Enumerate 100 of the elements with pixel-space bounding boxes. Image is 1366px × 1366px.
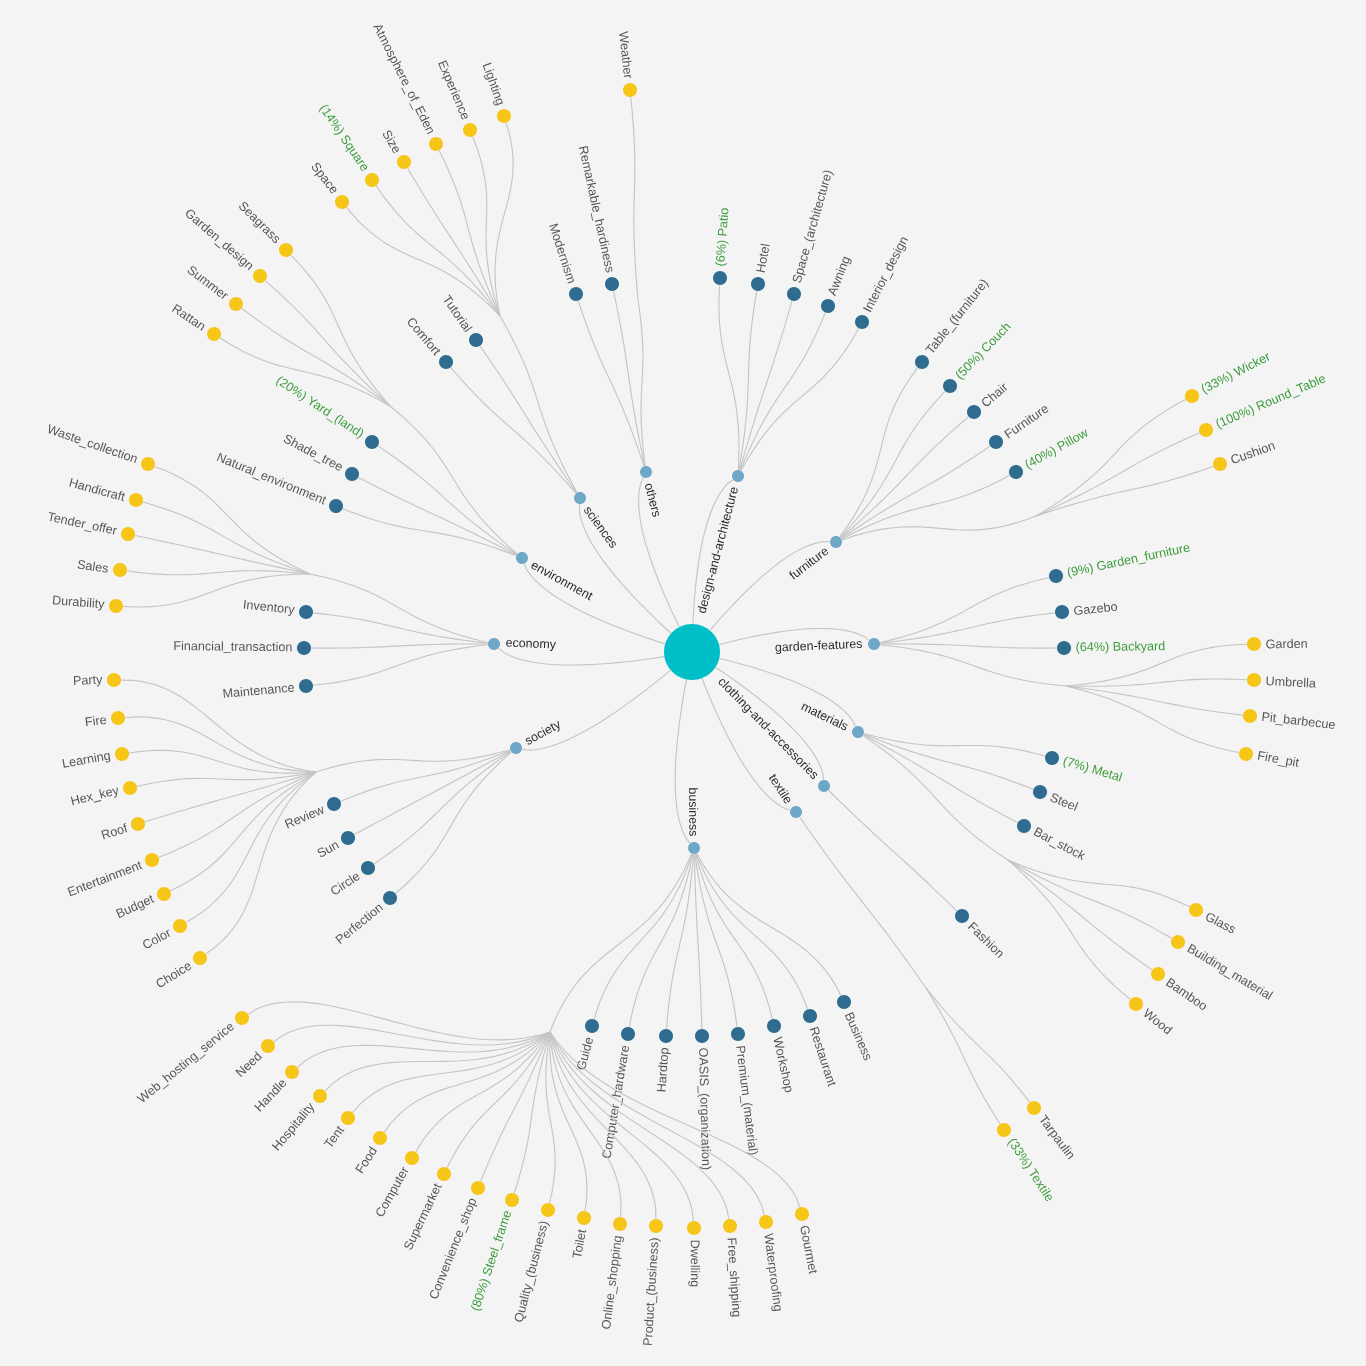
link-line [446, 1031, 551, 1168]
link-line [352, 1031, 551, 1113]
link-line [863, 733, 1034, 790]
link-line [549, 1031, 588, 1212]
link-line [841, 474, 1010, 540]
link-line [185, 771, 317, 923]
link-line [375, 185, 501, 317]
link-line [719, 657, 856, 727]
link-line [839, 367, 919, 538]
link-line [154, 466, 311, 575]
link-line [593, 853, 693, 1020]
link-line [479, 345, 577, 494]
link-line [438, 150, 501, 317]
hub-circle [664, 624, 720, 680]
link-line [309, 573, 489, 644]
link-line [879, 577, 1050, 644]
link-line [498, 647, 665, 666]
link-line [122, 573, 311, 608]
link-line [415, 1031, 551, 1153]
link-line [124, 716, 317, 773]
link-line [1065, 685, 1240, 754]
link-line [740, 327, 859, 471]
link-line [315, 749, 511, 773]
link-line [340, 749, 511, 802]
link-line [863, 733, 1046, 757]
link-line [324, 1031, 551, 1092]
link-line [879, 644, 1067, 687]
link-line [701, 678, 791, 811]
link-line [549, 853, 693, 1033]
link-line [353, 750, 511, 836]
link-line [696, 853, 842, 996]
link-line [312, 644, 489, 686]
link-line [738, 290, 758, 471]
link-line [739, 300, 793, 471]
link-line [377, 445, 518, 555]
link-line [841, 515, 1037, 541]
link-line [144, 771, 317, 823]
link-line [499, 315, 578, 493]
link-line [739, 312, 826, 471]
link-line [694, 853, 738, 1028]
link-line [718, 284, 740, 471]
link-line [693, 853, 703, 1030]
link-line [799, 816, 927, 989]
link-line [638, 477, 680, 628]
link-line [613, 290, 646, 467]
link-line [628, 853, 694, 1028]
link-line [879, 643, 1058, 649]
link-line [549, 1031, 730, 1220]
link-line [839, 390, 946, 538]
link-line [1007, 859, 1153, 971]
link-line [205, 771, 317, 955]
link-line [695, 853, 773, 1020]
link-line [695, 853, 808, 1010]
link-line [142, 501, 311, 575]
link-line [545, 1031, 556, 1204]
link-line [1007, 859, 1173, 939]
link-line [523, 563, 666, 645]
link-line [549, 1031, 765, 1216]
link-line [297, 1031, 551, 1068]
link-line [674, 679, 691, 844]
link-line [450, 367, 577, 494]
link-line [265, 280, 391, 407]
link-line [709, 541, 831, 631]
link-line [577, 300, 645, 467]
link-line [879, 612, 1056, 644]
link-line [219, 337, 391, 407]
link-line [925, 987, 1001, 1125]
link-line [840, 445, 991, 539]
link-line [692, 479, 734, 625]
link-line [120, 679, 317, 773]
link-line [389, 405, 518, 555]
link-line [373, 751, 512, 865]
link-line [666, 853, 695, 1030]
link-line [273, 1024, 551, 1046]
link-line [828, 789, 958, 912]
link-line [358, 476, 517, 556]
link-line [494, 122, 514, 317]
link-line [241, 307, 391, 407]
link-line [715, 667, 824, 781]
link-line [395, 751, 512, 894]
link-line [863, 734, 1018, 824]
link-line [170, 771, 317, 892]
link-line [128, 749, 317, 774]
link-line [549, 1031, 694, 1222]
link-line [862, 735, 1009, 861]
link-line [290, 254, 391, 407]
link-line [578, 503, 672, 634]
link-line [407, 167, 501, 317]
link-line [925, 987, 1031, 1103]
link-line [342, 508, 517, 557]
link-line [549, 1031, 622, 1218]
link-line [346, 207, 501, 317]
link-line [1065, 678, 1248, 687]
link-line [549, 1031, 801, 1208]
link-line [383, 1031, 551, 1133]
link-line [247, 1001, 551, 1041]
link-line [840, 416, 969, 539]
link-line [1007, 859, 1190, 908]
link-line [312, 612, 489, 644]
link-line [472, 136, 501, 317]
